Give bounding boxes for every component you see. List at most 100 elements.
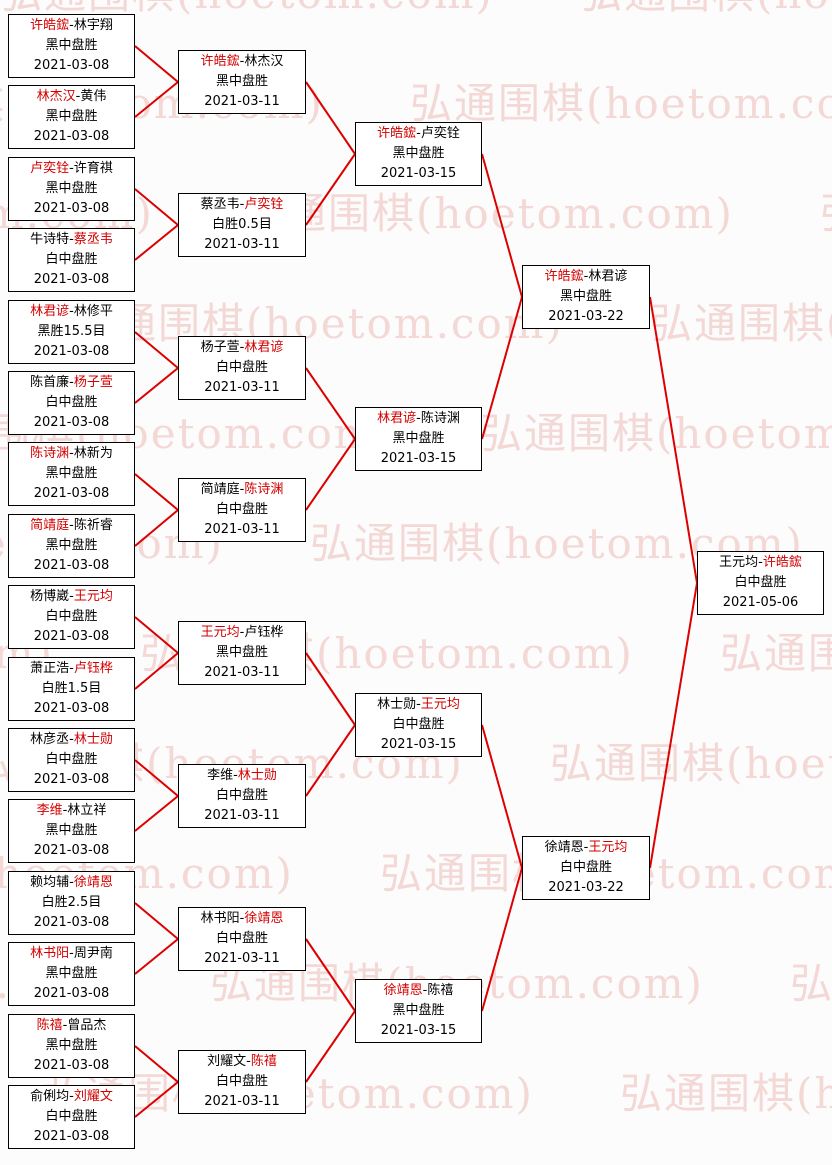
- match-result: 白中盘胜: [734, 575, 787, 590]
- match-box-round-1-8: 简靖庭-陈祈睿 黑中盘胜 2021-03-08: [8, 514, 135, 578]
- name-separator: -: [69, 946, 74, 961]
- match-box-round-1-3: 卢奕铨-许育祺 黑中盘胜 2021-03-08: [8, 157, 135, 221]
- match-result: 黑中盘胜: [45, 466, 98, 481]
- match-result: 黑中盘胜: [392, 146, 445, 161]
- name-separator: -: [69, 1089, 74, 1104]
- player1-name: 王元均: [200, 625, 240, 640]
- match-players: 陈首廉-杨子萱: [9, 373, 134, 393]
- match-box-round-1-11: 林彦丞-林士勋 白中盘胜 2021-03-08: [8, 728, 135, 792]
- name-separator: -: [69, 732, 74, 747]
- player1-name: 俞俐均: [30, 1089, 70, 1104]
- player2-name: 徐靖恩: [244, 911, 284, 926]
- name-separator: -: [69, 875, 74, 890]
- match-players: 赖均辅-徐靖恩: [9, 873, 134, 893]
- match-result: 黑中盘胜: [45, 38, 98, 53]
- name-separator: -: [239, 54, 245, 69]
- player2-name: 陈诗渊: [244, 482, 284, 497]
- match-result: 白中盘胜: [45, 252, 98, 267]
- match-date: 2021-03-08: [33, 772, 110, 787]
- match-date: 2021-03-11: [204, 380, 280, 395]
- match-players: 林书阳-徐靖恩: [179, 909, 305, 929]
- player2-name: 许皓鋐: [762, 555, 802, 570]
- match-result: 白中盘胜: [215, 931, 268, 946]
- player2-name: 刘耀文: [73, 1089, 113, 1104]
- player2-name: 陈禧: [427, 983, 454, 998]
- player2-name: 徐靖恩: [73, 875, 113, 890]
- match-result: 黑胜15.5目: [37, 324, 106, 339]
- player2-name: 周尹南: [73, 946, 113, 961]
- match-result: 白中盘胜: [215, 360, 268, 375]
- match-result: 黑中盘胜: [45, 109, 98, 124]
- match-result: 白中盘胜: [45, 609, 98, 624]
- name-separator: -: [416, 697, 421, 712]
- player2-name: 林士勋: [73, 732, 113, 747]
- match-box-semifinal-1: 许皓鋐-林君谚 黑中盘胜 2021-03-22: [522, 265, 650, 329]
- match-players: 许皓鋐-卢奕铨: [356, 124, 481, 144]
- player1-name: 简靖庭: [200, 482, 240, 497]
- player1-name: 陈首廉: [30, 375, 70, 390]
- match-box-round-1-4: 牛诗特-蔡丞韦 白中盘胜 2021-03-08: [8, 228, 135, 292]
- match-date: 2021-03-08: [33, 558, 110, 573]
- match-date: 2021-03-11: [204, 237, 280, 252]
- match-date: 2021-03-11: [204, 808, 280, 823]
- watermark-text: 弘通围棋(hoetom.com): [0, 0, 494, 21]
- name-separator: -: [422, 983, 428, 998]
- name-separator: -: [69, 18, 74, 33]
- player1-name: 陈诗渊: [30, 446, 70, 461]
- match-box-round-2-6: 李维-林士勋 白中盘胜 2021-03-11: [178, 764, 306, 828]
- match-box-round-1-13: 赖均辅-徐靖恩 白胜2.5目 2021-03-08: [8, 871, 135, 935]
- player2-name: 黄伟: [80, 89, 107, 104]
- match-players: 林君谚-林修平: [9, 302, 134, 322]
- match-date: 2021-03-08: [33, 986, 110, 1001]
- name-separator: -: [62, 1018, 68, 1033]
- name-separator: -: [75, 89, 81, 104]
- watermark-text: 弘通围棋(hoetom.com): [620, 1069, 832, 1118]
- watermark-text: 弘通围棋(hoetom.com): [580, 0, 832, 21]
- player1-name: 陈禧: [36, 1018, 63, 1033]
- watermark-text: 弘通围棋(hoetom.com): [480, 409, 832, 458]
- match-players: 林书阳-周尹南: [9, 944, 134, 964]
- player1-name: 林书阳: [200, 911, 240, 926]
- name-separator: -: [233, 768, 238, 783]
- match-result: 黑中盘胜: [392, 1003, 445, 1018]
- match-date: 2021-03-08: [33, 629, 110, 644]
- player1-name: 徐靖恩: [383, 983, 423, 998]
- match-players: 蔡丞韦-卢奕铨: [179, 195, 305, 215]
- player1-name: 杨博崴: [30, 589, 70, 604]
- match-date: 2021-03-11: [204, 1094, 280, 1109]
- match-players: 许皓鋐-林君谚: [523, 267, 649, 287]
- match-date: 2021-03-11: [204, 951, 280, 966]
- player2-name: 王元均: [588, 840, 628, 855]
- name-separator: -: [416, 411, 421, 426]
- match-date: 2021-03-11: [204, 665, 280, 680]
- match-box-round-1-5: 林君谚-林修平 黑胜15.5目 2021-03-08: [8, 300, 135, 364]
- player1-name: 刘耀文: [207, 1054, 247, 1069]
- player2-name: 许育祺: [73, 161, 113, 176]
- match-players: 杨博崴-王元均: [9, 587, 134, 607]
- match-players: 王元均-许皓鋐: [698, 553, 823, 573]
- match-players: 萧正浩-卢钰桦: [9, 659, 134, 679]
- watermark-text: 弘通围棋(hoetom.com): [410, 79, 832, 128]
- player2-name: 林新为: [73, 446, 113, 461]
- name-separator: -: [69, 304, 74, 319]
- name-separator: -: [758, 555, 763, 570]
- player1-name: 简靖庭: [30, 518, 70, 533]
- match-players: 杨子萱-林君谚: [179, 338, 305, 358]
- player2-name: 卢钰桦: [244, 625, 284, 640]
- match-players: 林士勋-王元均: [356, 695, 481, 715]
- match-result: 白中盘胜: [215, 1074, 268, 1089]
- watermark-text: 弘通围棋(hoetom.com): [240, 189, 734, 238]
- player1-name: 徐靖恩: [544, 840, 584, 855]
- match-box-round-1-10: 萧正浩-卢钰桦 白胜1.5目 2021-03-08: [8, 657, 135, 721]
- match-box-round-2-4: 简靖庭-陈诗渊 白中盘胜 2021-03-11: [178, 478, 306, 542]
- match-date: 2021-03-08: [33, 1058, 110, 1073]
- player1-name: 卢奕铨: [30, 161, 70, 176]
- name-separator: -: [69, 661, 74, 676]
- match-box-round-2-3: 杨子萱-林君谚 白中盘胜 2021-03-11: [178, 336, 306, 400]
- player2-name: 蔡丞韦: [73, 232, 113, 247]
- match-players: 林彦丞-林士勋: [9, 730, 134, 750]
- player1-name: 李维: [207, 768, 234, 783]
- name-separator: -: [583, 840, 589, 855]
- player2-name: 陈祈睿: [73, 518, 113, 533]
- name-separator: -: [246, 1054, 251, 1069]
